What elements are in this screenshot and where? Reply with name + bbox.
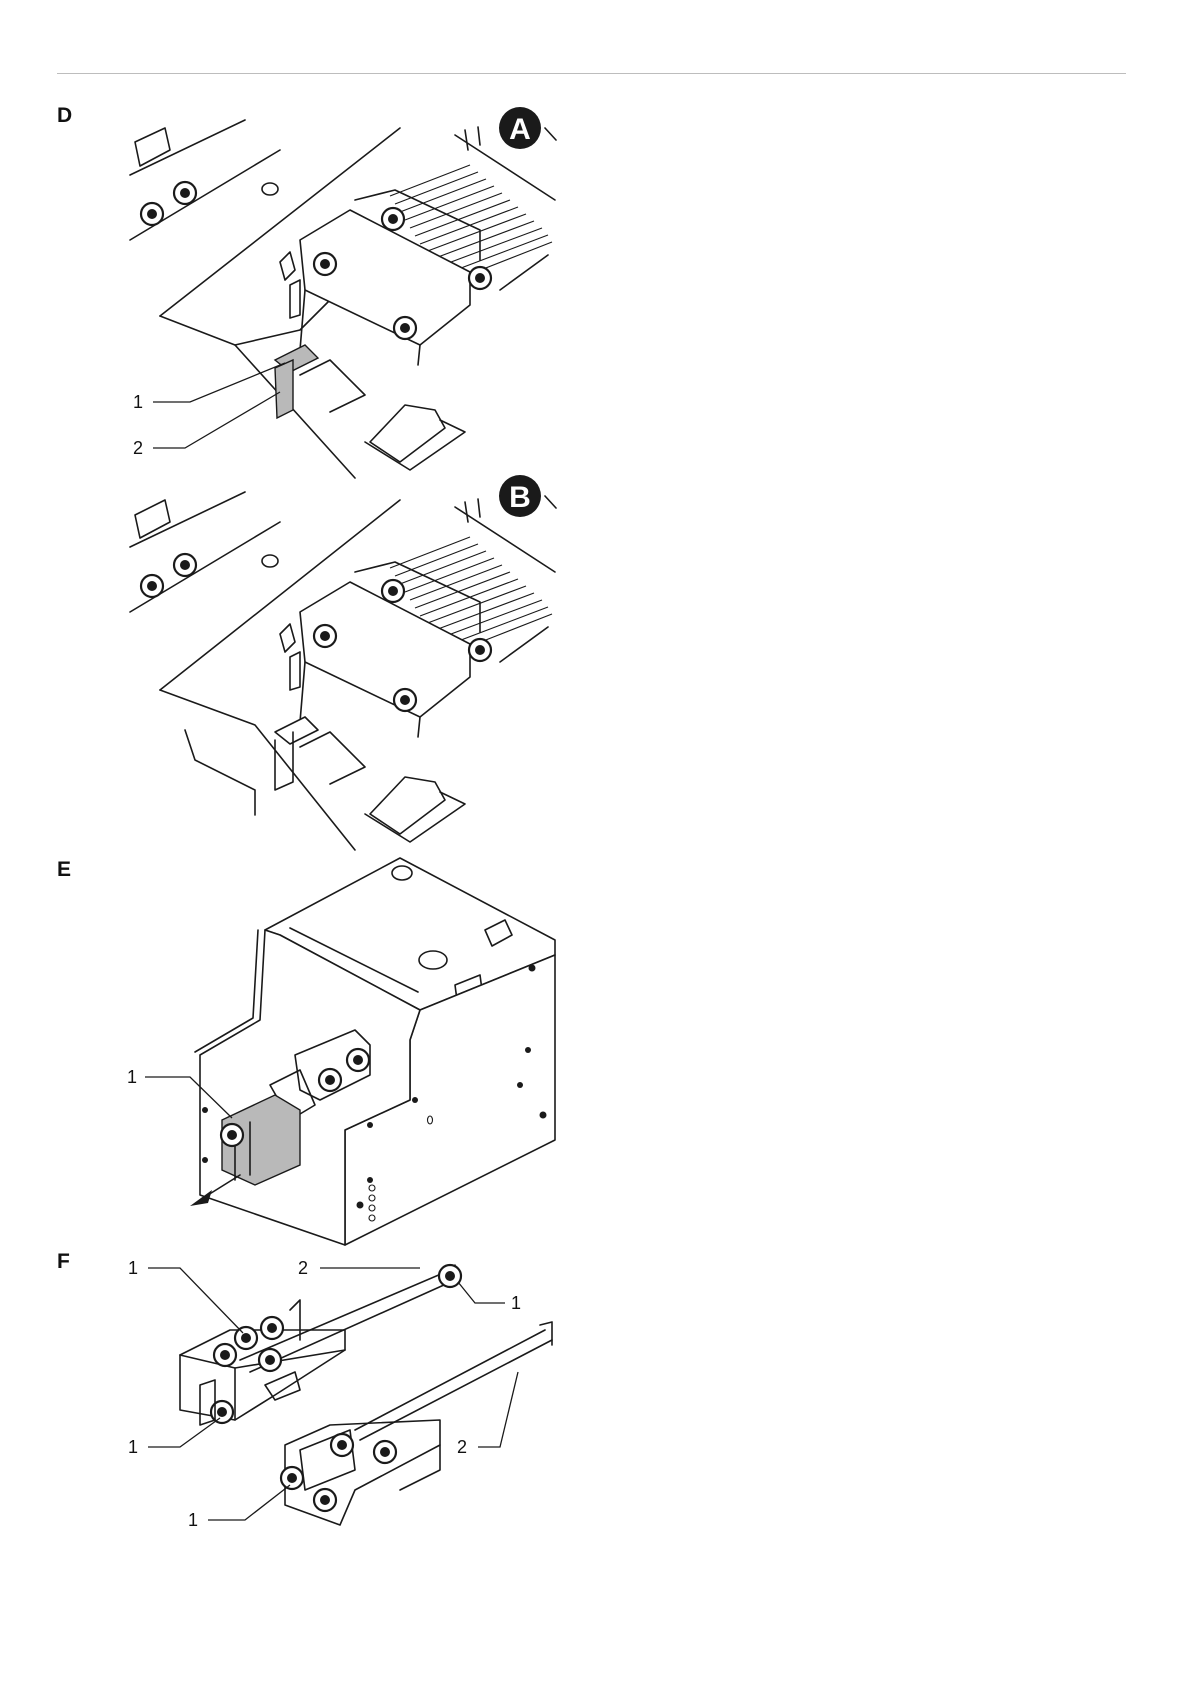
screw-icon	[235, 1327, 257, 1349]
screw-icon	[394, 689, 416, 711]
screw-icon	[314, 253, 336, 275]
badge-b-label: B	[509, 481, 531, 514]
figure-d-panel-b: B	[130, 475, 556, 850]
leader-line	[478, 1372, 518, 1447]
callout-d-1: 1	[133, 392, 143, 412]
screw-icon	[174, 182, 196, 204]
callout-f-2-top: 2	[298, 1258, 308, 1278]
callout-e-1: 1	[127, 1067, 137, 1087]
screw-icon	[319, 1069, 341, 1091]
callout-f-1-right: 1	[511, 1293, 521, 1313]
screw-icon	[469, 639, 491, 661]
screw-icon	[214, 1344, 236, 1366]
screw-icon	[174, 554, 196, 576]
screw-icon	[314, 1489, 336, 1511]
screw-icon	[259, 1349, 281, 1371]
figure-d-panel-a: 1 2 A	[130, 107, 556, 478]
callout-f-1-left: 1	[128, 1437, 138, 1457]
highlighted-part-2	[275, 360, 293, 418]
screw-icon	[347, 1049, 369, 1071]
badge-a-label: A	[509, 113, 531, 146]
figure-f-assembly: 1 2 1 1 2 1	[128, 1258, 552, 1530]
screw-icon	[439, 1265, 461, 1287]
screw-icon	[141, 203, 163, 225]
callout-d-2: 2	[133, 438, 143, 458]
callout-f-1-top: 1	[128, 1258, 138, 1278]
leader-line	[153, 392, 280, 448]
screw-icon	[221, 1124, 243, 1146]
screw-icon	[382, 208, 404, 230]
screw-icon	[281, 1467, 303, 1489]
leader-line	[148, 1268, 243, 1333]
screw-icon	[374, 1441, 396, 1463]
figure-e-housing: 1	[127, 858, 555, 1245]
screw-icon	[394, 317, 416, 339]
leader-line	[153, 363, 285, 402]
callout-f-1-bottom: 1	[188, 1510, 198, 1530]
screw-icon	[314, 625, 336, 647]
screw-icon	[141, 575, 163, 597]
leader-line	[458, 1282, 505, 1303]
leader-line	[208, 1485, 290, 1520]
screw-icon	[469, 267, 491, 289]
callout-f-2-right: 2	[457, 1437, 467, 1457]
screw-icon	[261, 1317, 283, 1339]
screw-icon	[382, 580, 404, 602]
screw-icon	[331, 1434, 353, 1456]
